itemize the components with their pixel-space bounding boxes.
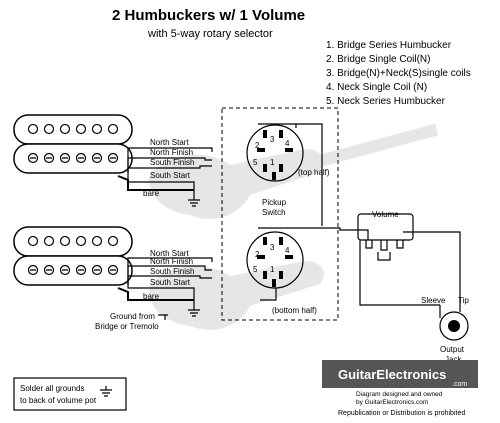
brand-logo-badge	[322, 360, 478, 388]
switch-bottom-num-2: 2	[255, 250, 260, 259]
ground-note-line1: Ground from	[110, 312, 155, 321]
switch-top-contacts	[257, 130, 293, 180]
switch-top-half: 3 2 4 5 1 (top half)	[246, 123, 330, 226]
neck-wire-south-start: South Start	[150, 278, 191, 287]
position-4: 4. Neck Single Coil (N)	[326, 82, 427, 93]
volume-label: Volume	[372, 210, 399, 219]
switch-bottom-num-1: 1	[270, 265, 275, 274]
neck-wires: North Start North Finish South Finish So…	[117, 249, 213, 317]
brand-line3: Republication or Distribution is prohibi…	[338, 410, 465, 417]
bridge-wire-north-finish: North Finish	[150, 148, 193, 157]
neck-pole-pieces	[27, 235, 119, 276]
ground-note-line2: Bridge or Tremolo	[95, 322, 159, 331]
bridge-wire-bare: bare	[143, 189, 160, 198]
pickup-switch-outline	[221, 107, 339, 321]
bridge-wire-north-start: North Start	[150, 138, 189, 147]
neck-south-coil	[13, 255, 133, 286]
jack-tip-label: Tip	[458, 296, 469, 305]
brand-line2: by GuitarElectronics.com	[356, 399, 428, 406]
solder-note-line1: Solder all grounds	[20, 384, 84, 393]
output-jack: Sleeve Tip Output Jack	[359, 240, 469, 364]
solder-note-line2: to back of volume pot	[20, 396, 97, 405]
switch-bottom-half: 3 2 4 5 1 (bottom half)	[246, 227, 360, 315]
jack-label-1: Output	[440, 345, 465, 354]
neck-wire-bare: bare	[143, 292, 160, 301]
brand-logo-tld: .com	[452, 381, 467, 388]
neck-wire-north-finish: North Finish	[150, 257, 193, 266]
output-jack-ring	[439, 311, 469, 341]
switch-bottom-num-3: 3	[270, 243, 275, 252]
bridge-humbucker	[13, 114, 133, 174]
jack-label-2: Jack	[445, 355, 462, 364]
switch-bottom-contacts	[257, 237, 293, 287]
position-2: 2. Bridge Single Coil(N)	[326, 54, 431, 65]
jack-sleeve-label: Sleeve	[421, 296, 446, 305]
diagram-subtitle: with 5-way rotary selector	[147, 28, 273, 40]
brand-logo-text: GuitarElectronics	[338, 367, 446, 382]
switch-bottom-num-4: 4	[285, 246, 290, 255]
switch-bottom-num-5: 5	[253, 265, 258, 274]
switch-bottom-wafer	[246, 231, 304, 289]
volume-pot: Volume	[357, 210, 461, 298]
bridge-wire-south-finish: South Finish	[150, 158, 194, 167]
bridge-pole-pieces	[27, 123, 119, 164]
neck-humbucker	[13, 226, 133, 286]
position-5: 5. Neck Series Humbucker	[326, 96, 446, 107]
position-1: 1. Bridge Series Humbucker	[326, 40, 452, 51]
neck-wire-south-finish: South Finish	[150, 267, 194, 276]
switch-top-num-2: 2	[255, 141, 260, 150]
diagram-title: 2 Humbuckers w/ 1 Volume	[112, 7, 305, 24]
bridge-wires: North Start North Finish South Finish So…	[117, 138, 213, 207]
volume-pot-body	[357, 213, 414, 241]
bridge-wire-south-start: South Start	[150, 171, 191, 180]
pickup-switch-label-1: Pickup	[262, 198, 287, 207]
brand-block: GuitarElectronics .com Diagram designed …	[322, 360, 478, 417]
switch-top-num-1: 1	[270, 158, 275, 167]
switch-positions-legend: 1. Bridge Series Humbucker 2. Bridge Sin…	[326, 40, 471, 107]
switch-top-label: (top half)	[298, 168, 330, 177]
switch-top-num-4: 4	[285, 139, 290, 148]
switch-top-wafer	[246, 124, 304, 182]
output-jack-center	[448, 320, 460, 332]
solder-note-box	[13, 377, 127, 411]
brand-line1: Diagram designed and owned	[356, 391, 443, 398]
pickup-switch-label-2: Switch	[262, 208, 286, 217]
switch-bottom-label: (bottom half)	[272, 306, 317, 315]
switch-top-num-5: 5	[253, 158, 258, 167]
ground-arrow	[158, 314, 168, 320]
position-3: 3. Bridge(N)+Neck(S)single coils	[326, 68, 471, 79]
ground-symbol-icon	[100, 386, 112, 397]
switch-top-num-3: 3	[270, 135, 275, 144]
neck-wire-north-start: North Start	[150, 249, 189, 258]
